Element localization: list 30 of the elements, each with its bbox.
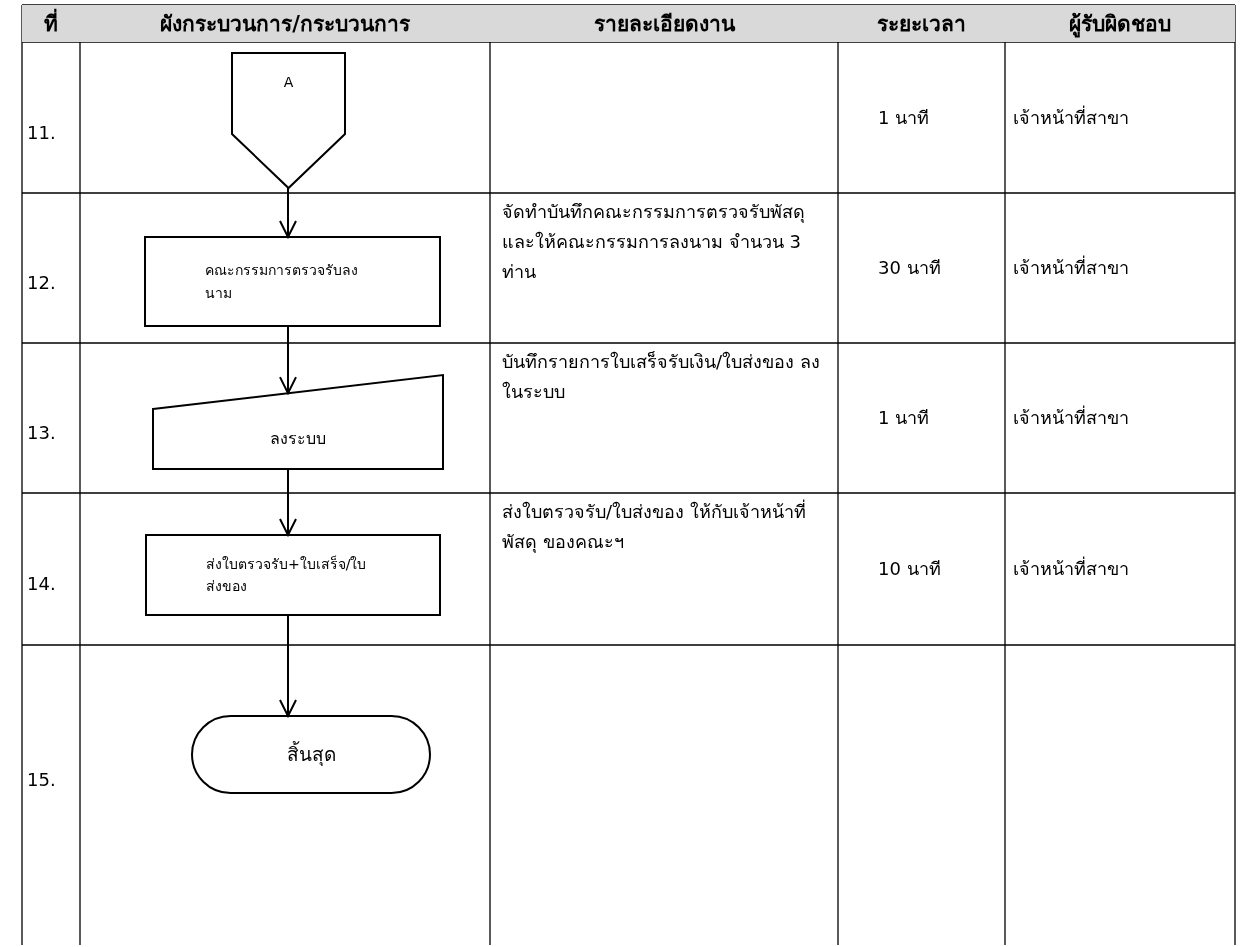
column-header: รายละเอียดงาน	[490, 5, 838, 42]
terminator-shape: สิ้นสุด	[192, 716, 430, 793]
column-header: ผู้รับผิดชอบ	[1005, 5, 1235, 42]
row-number: 11.	[27, 120, 56, 145]
process-box: คณะกรรมการตรวจรับลงนาม	[145, 237, 440, 326]
manual-input-shape: ลงระบบ	[153, 375, 443, 469]
column-header: ผังกระบวนการ/กระบวนการ	[80, 5, 490, 42]
responsible-text: เจ้าหน้าที่สาขา	[1013, 404, 1129, 430]
responsible-text: เจ้าหน้าที่สาขา	[1013, 254, 1129, 280]
duration-text: 10 นาที	[878, 557, 941, 581]
process-box: ส่งใบตรวจรับ+ใบเสร็จ/ใบส่งของ	[146, 535, 440, 615]
row-number: 15.	[27, 768, 56, 792]
row-number: 13.	[27, 421, 56, 445]
column-header: ที่	[22, 5, 80, 42]
task-description: บันทึกรายการใบเสร็จรับเงิน/ใบส่งของ ลงในระบบ	[502, 350, 821, 404]
arrow	[279, 468, 297, 536]
row-number: 12.	[27, 271, 56, 295]
arrow	[279, 614, 297, 717]
duration-text: 1 นาที	[878, 406, 930, 430]
responsible-text: เจ้าหน้าที่สาขา	[1013, 555, 1129, 581]
task-description: ส่งใบตรวจรับ/ใบส่งของ ให้กับเจ้าหน้าที่พัสดุ ของคณะฯ	[502, 498, 807, 555]
arrow	[279, 187, 297, 238]
duration-text: 30 นาที	[878, 256, 941, 280]
task-description: จัดทำบันทึกคณะกรรมการตรวจรับพัสดุ และให้คณะกรรมการลงนาม จำนวน 3 ท่าน	[502, 200, 806, 284]
arrow	[279, 325, 297, 395]
row-number: 14.	[27, 572, 56, 596]
responsible-text: เจ้าหน้าที่สาขา	[1013, 104, 1129, 130]
off-page-connector: A	[232, 53, 345, 188]
column-header: ระยะเวลา	[838, 5, 1005, 42]
duration-text: 1 นาที	[878, 105, 930, 130]
